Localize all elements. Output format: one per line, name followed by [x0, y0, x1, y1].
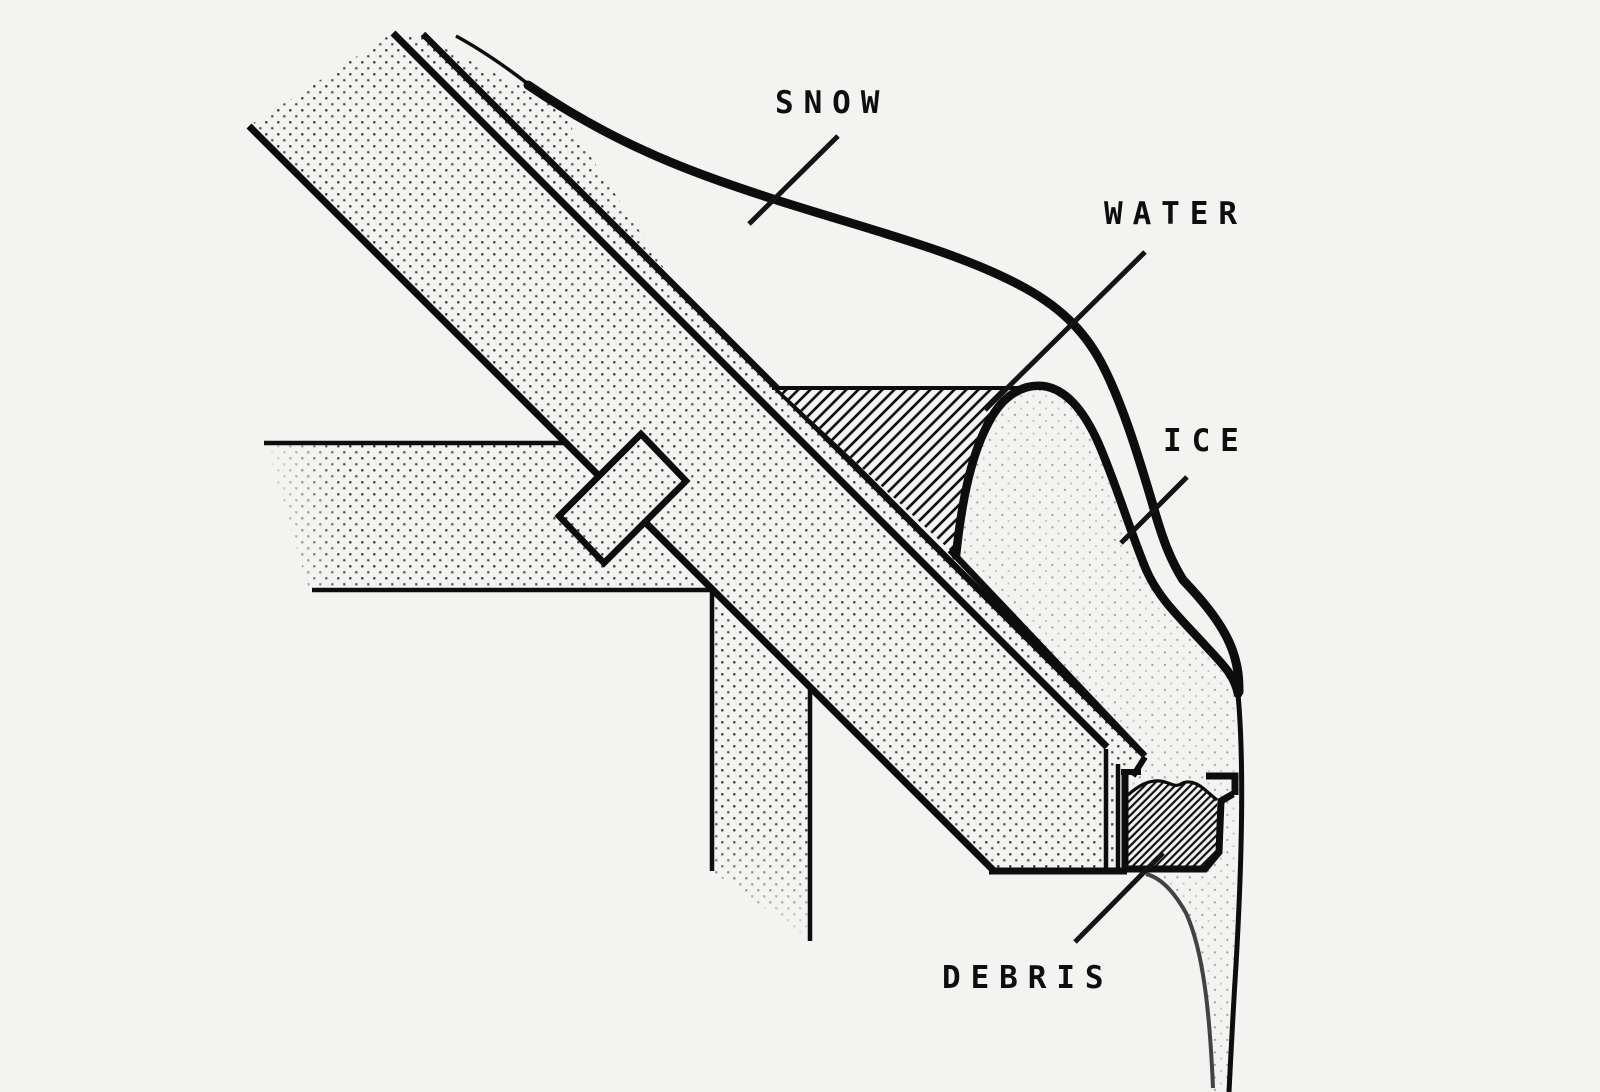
snow-layer-line — [455, 34, 1244, 697]
roof-deck — [249, 33, 1120, 871]
debris-leader-line — [1073, 851, 1165, 944]
icicle-inner-edge — [1145, 872, 1215, 1089]
snow-leader-line — [747, 134, 840, 226]
water-leader-line — [983, 250, 1147, 412]
rafter-block — [554, 429, 691, 568]
label-debris: DEBRIS — [942, 960, 1114, 996]
gutter-lip-hook — [1206, 772, 1239, 795]
ice-leader-line — [1119, 475, 1189, 545]
gutter — [1121, 770, 1239, 873]
wall — [704, 589, 816, 952]
leader-lines — [747, 134, 1189, 944]
debris-surface-line — [1126, 779, 1219, 802]
label-water: WATER — [1104, 196, 1247, 232]
water-region — [772, 386, 1046, 556]
gutter-outline — [1121, 770, 1235, 873]
label-ice: ICE — [1163, 423, 1249, 459]
ice-dam-outline — [951, 381, 1243, 699]
icicle-outer-edge — [1226, 693, 1245, 1092]
label-snow: SNOW — [775, 85, 890, 121]
fascia — [1106, 751, 1118, 869]
